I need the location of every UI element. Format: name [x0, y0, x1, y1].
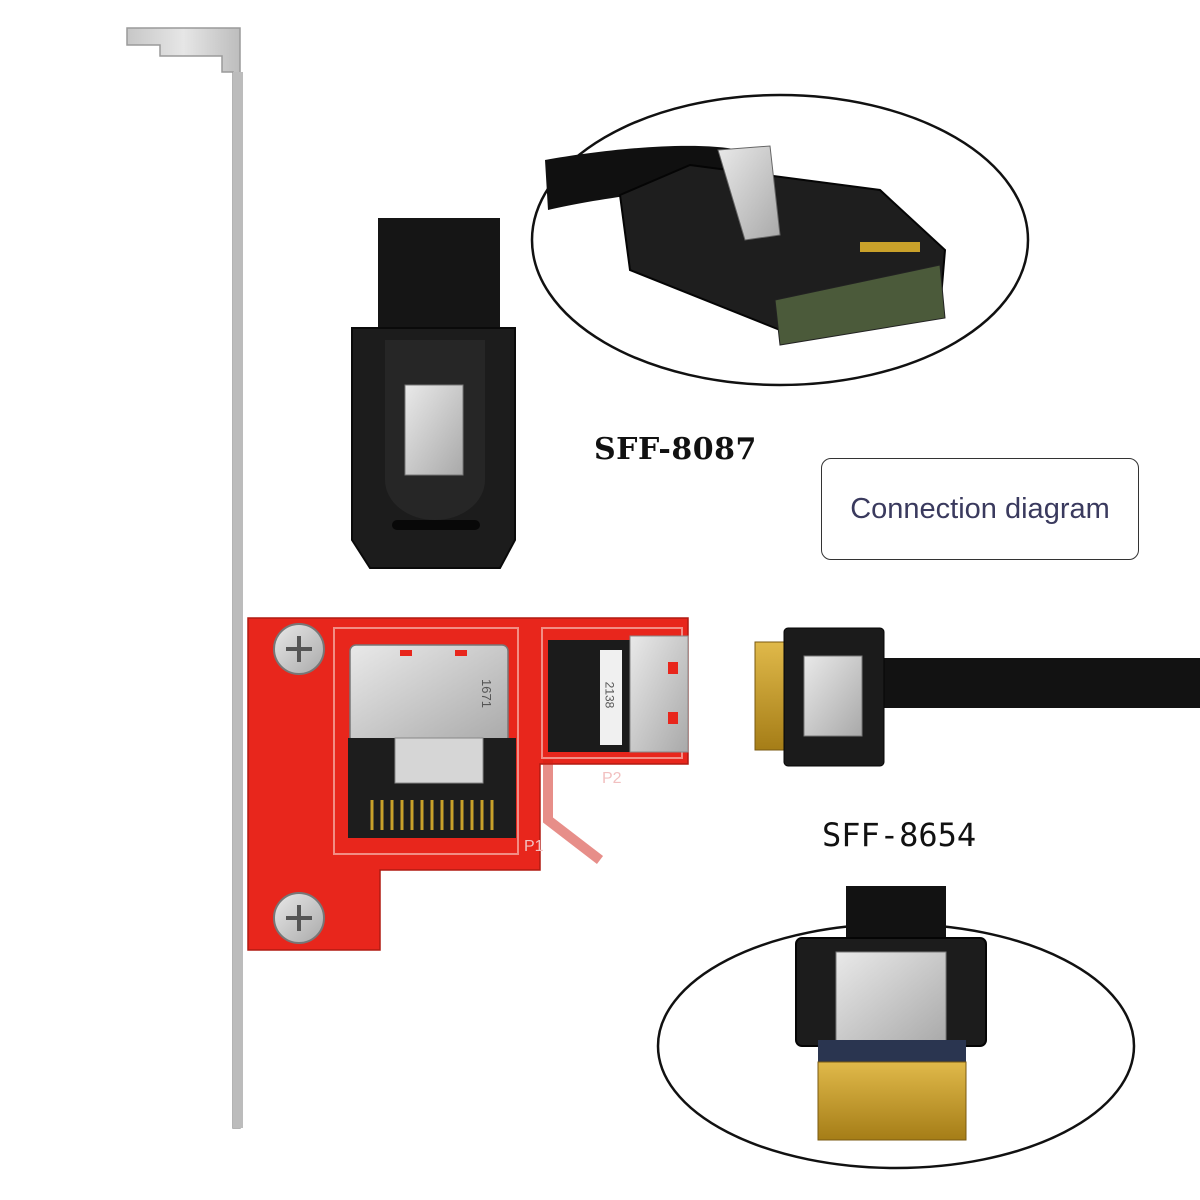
pcb-code-2138: 2138 — [602, 681, 617, 709]
connection-diagram-label: Connection diagram — [850, 492, 1110, 525]
sff8087-cable-connector — [351, 218, 516, 569]
pcb-code-1671: 1671 — [478, 679, 494, 708]
screw-top — [273, 623, 325, 675]
sff8087-detail-ellipse — [530, 93, 1030, 387]
connection-diagram-box: Connection diagram — [821, 458, 1139, 560]
pcie-bracket — [126, 27, 243, 1129]
sff8087-label: SFF-8087 — [594, 432, 757, 467]
p2-sff8654-port — [548, 635, 689, 753]
sff8654-detail-ellipse — [656, 886, 1136, 1170]
sff8654-label: SFF-8654 — [822, 816, 977, 854]
pcb-label-p1: P1 — [524, 838, 544, 855]
screw-bottom — [273, 892, 325, 944]
sff8654-cable-connector — [754, 627, 1200, 767]
pcb-label-p2: P2 — [602, 770, 622, 787]
p1-sff8087-port — [348, 644, 516, 838]
